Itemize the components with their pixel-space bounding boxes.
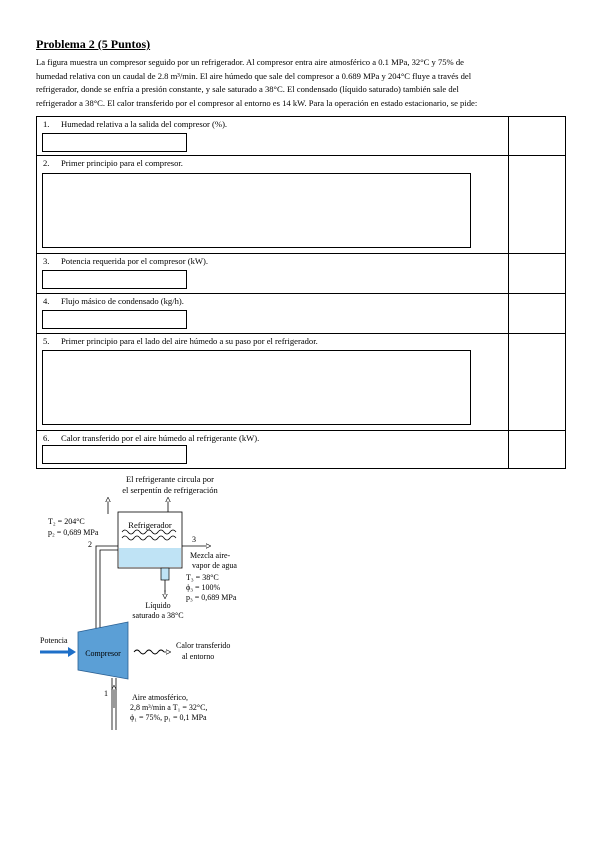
question-row-6: 6. Calor transferido por el aire húmedo a… — [36, 430, 566, 469]
drain-trap — [160, 567, 170, 581]
question-row-2: 2. Primer principio para el compresor. — [36, 155, 566, 254]
compressor-body — [77, 621, 129, 680]
state3-temperature: T₃ = 38°C — [186, 573, 219, 582]
intro-line: refrigerador, donde se enfría a presión … — [36, 84, 459, 94]
question-row-5: 5. Primer principio para el lado del aire… — [36, 333, 566, 431]
cooling-coil — [121, 535, 177, 541]
questions-table: 1. Humedad relativa a la salida del compr… — [36, 116, 566, 469]
power-arrow-head — [68, 647, 76, 657]
compressor-label: Compresor — [85, 649, 121, 658]
question-row-3: 3. Potencia requerida por el compresor (k… — [36, 253, 566, 294]
question-row-1: 1. Humedad relativa a la salida del compr… — [36, 116, 566, 156]
problem-title: Problema 2 (5 Puntos) — [36, 37, 151, 51]
answer-box-3[interactable] — [42, 270, 187, 289]
state2-number: 2 — [88, 540, 92, 549]
state1-number: 1 — [104, 689, 108, 698]
state3-pressure: p₃ = 0,689 MPa — [186, 593, 237, 602]
score-cell-4 — [508, 293, 566, 334]
state3-humidity: ϕ₃ = 100% — [186, 583, 221, 592]
condensate-label: Líquido — [145, 601, 170, 610]
answer-box-4[interactable] — [42, 310, 187, 329]
state2-temperature: T₂ = 204°C — [48, 517, 85, 526]
atmospheric-air-label: Aire atmosférico, — [132, 693, 188, 702]
score-cell-3 — [508, 253, 566, 294]
score-cell-6 — [508, 430, 566, 469]
intro-line: refrigerador a 38°C. El calor transferid… — [36, 97, 478, 108]
heat-label: al entorno — [182, 652, 214, 661]
intro-line: humedad relativa con un caudal de 2.8 m³… — [36, 70, 472, 81]
answer-box-6[interactable] — [42, 445, 187, 464]
atmospheric-air-label: 2,8 m³/min a T₁ = 32°C, — [130, 703, 207, 712]
problem-statement: La figura muestra un compresor seguido p… — [36, 56, 564, 110]
question-number: 4. — [43, 296, 50, 306]
question-text: Humedad relativa a la salida del compres… — [61, 119, 228, 129]
question-text: Calor transferido por el aire húmedo al … — [61, 433, 260, 443]
cooler-label: Refrigerador — [128, 520, 172, 530]
question-row-4: 4. Flujo másico de condensado (kg/h). — [36, 293, 566, 334]
heat-label: Calor transferido — [176, 641, 230, 650]
question-number: 3. — [43, 256, 50, 266]
question-number: 1. — [43, 119, 50, 129]
score-cell-2 — [508, 155, 566, 254]
mixture-label: vapor de agua — [192, 561, 237, 570]
score-cell-5 — [508, 333, 566, 431]
refrigerant-label: el serpentín de refrigeración — [122, 485, 218, 495]
state3-number: 3 — [192, 535, 196, 544]
question-text: Flujo másico de condensado (kg/h). — [61, 296, 184, 306]
answer-box-2[interactable] — [42, 173, 471, 248]
cooling-coil — [121, 529, 177, 535]
answer-box-1[interactable] — [42, 133, 187, 152]
power-label: Potencia — [40, 636, 68, 645]
refrigerant-label: El refrigerante circula por — [126, 474, 214, 484]
condensate-water — [119, 548, 181, 567]
mixture-label: Mezcla aire- — [190, 551, 231, 560]
question-text: Primer principio para el compresor. — [61, 158, 183, 168]
state2-pressure: p₂ = 0,689 MPa — [48, 528, 99, 537]
question-text: Potencia requerida por el compresor (kW)… — [61, 256, 208, 266]
compressor-cooler-diagram: El refrigerante circula por el serpentín… — [40, 474, 237, 730]
answer-box-5[interactable] — [42, 350, 471, 425]
score-cell-1 — [508, 116, 566, 156]
question-number: 6. — [43, 433, 50, 443]
pipe-2 — [99, 549, 118, 632]
pipe-2 — [95, 545, 118, 632]
intro-line: La figura muestra un compresor seguido p… — [36, 57, 464, 67]
atmospheric-air-label: ϕ₁ = 75%, p₁ = 0,1 MPa — [130, 713, 207, 722]
question-number: 2. — [43, 158, 50, 168]
heat-transfer-wave — [133, 649, 165, 655]
question-number: 5. — [43, 336, 50, 346]
question-text: Primer principio para el lado del aire h… — [61, 336, 318, 346]
condensate-label: saturado a 38°C — [132, 611, 183, 620]
